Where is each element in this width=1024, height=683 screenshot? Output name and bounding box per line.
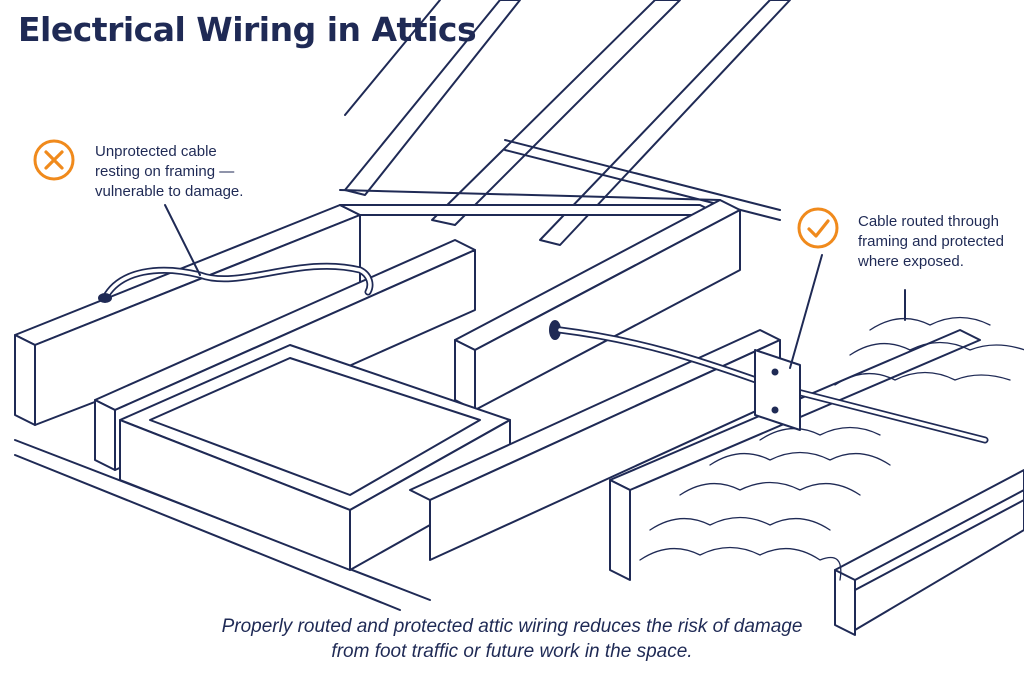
bad-callout-line: Unprotected cable [95, 143, 217, 160]
good-callout-text: Cable routed through framing and protect… [858, 212, 1004, 272]
good-callout-leader [789, 254, 823, 369]
protected-cable [549, 320, 989, 444]
caption-line: Properly routed and protected attic wiri… [221, 616, 803, 637]
roof-rafters [344, 0, 791, 246]
page-title: Electrical Wiring in Attics [18, 10, 477, 49]
bad-callout-leader [164, 204, 201, 276]
insulated-bays [609, 289, 1024, 636]
bad-callout-line: resting on framing — [95, 163, 235, 180]
good-callout-line: Cable routed through [858, 213, 999, 230]
x-circle-icon [33, 139, 75, 181]
good-callout-line: framing and protected [858, 233, 1004, 250]
front-joist [409, 329, 781, 561]
bad-callout-text: Unprotected cable resting on framing — v… [95, 142, 243, 202]
caption: Properly routed and protected attic wiri… [0, 614, 1024, 664]
check-circle-icon [797, 207, 839, 249]
nail-plate [754, 349, 801, 431]
good-callout-line: where exposed. [858, 253, 964, 270]
caption-line: from foot traffic or future work in the … [331, 641, 693, 662]
bad-callout-line: vulnerable to damage. [95, 183, 244, 200]
unprotected-cable [98, 262, 374, 303]
